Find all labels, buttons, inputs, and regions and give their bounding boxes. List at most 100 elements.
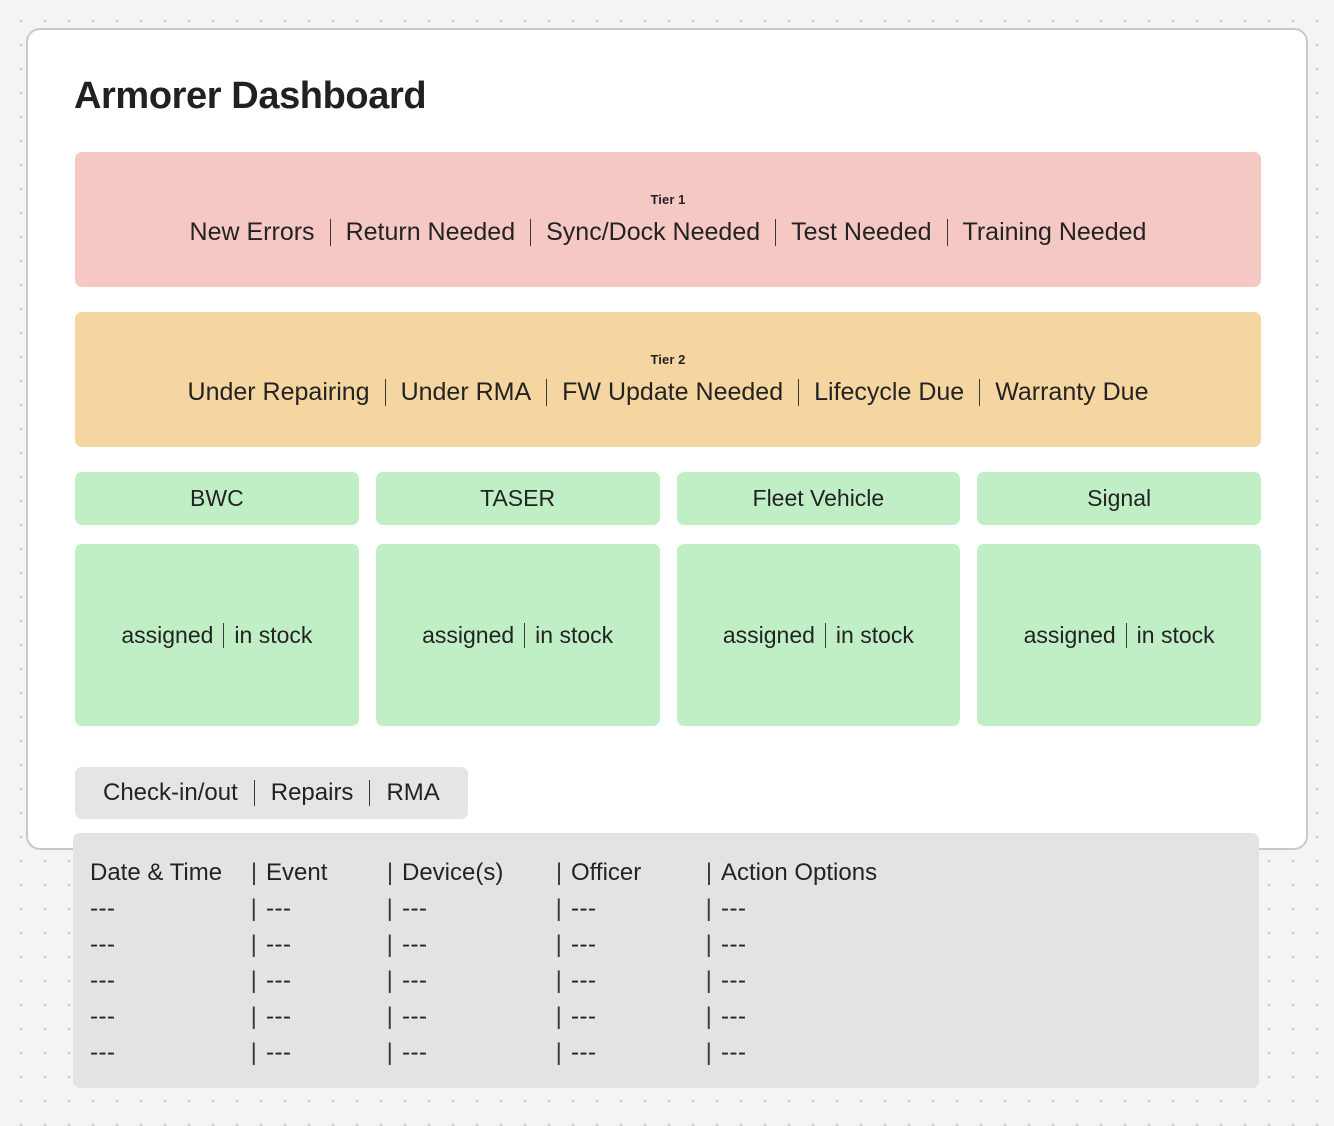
cell-officer: --- <box>571 895 597 922</box>
column-separator-icon: | <box>705 859 713 886</box>
cell-officer: --- <box>571 1039 597 1066</box>
assigned-count-label[interactable]: assigned <box>121 621 214 648</box>
column-separator-icon: | <box>555 859 563 886</box>
activity-log-table: Date & Time | Event | Device(s) | Office… <box>90 855 961 1071</box>
separator-icon <box>384 378 386 406</box>
table-row[interactable]: --- | --- | --- | --- | --- <box>90 927 961 963</box>
cell-devices: --- <box>402 931 428 958</box>
category-header-taser[interactable]: TASER <box>375 472 660 525</box>
in-stock-count-label[interactable]: in stock <box>1136 621 1215 648</box>
tier-2-label: Tier 2 <box>650 352 686 367</box>
column-separator-icon: | <box>386 1039 394 1066</box>
separator-icon <box>329 218 331 246</box>
separator-icon <box>253 780 255 806</box>
column-separator-icon: | <box>705 895 713 922</box>
category-body-row: assigned in stock assigned in stock assi… <box>75 544 1261 726</box>
column-header-event[interactable]: Event <box>266 859 328 886</box>
tab-rma[interactable]: RMA <box>386 779 440 806</box>
column-separator-icon: | <box>250 1003 258 1030</box>
column-separator-icon: | <box>705 967 713 994</box>
cell-date-time: --- <box>90 1003 116 1030</box>
assigned-count-label[interactable]: assigned <box>722 621 815 648</box>
cell-officer: --- <box>571 967 597 994</box>
cell-event: --- <box>266 895 292 922</box>
table-row[interactable]: --- | --- | --- | --- | --- <box>90 891 961 927</box>
in-stock-count-label[interactable]: in stock <box>535 621 614 648</box>
category-header-label: Signal <box>1087 485 1152 511</box>
tab-check-in-out[interactable]: Check-in/out <box>103 779 238 806</box>
column-header-devices[interactable]: Device(s) <box>402 859 504 886</box>
category-body-signal[interactable]: assigned in stock <box>977 544 1261 726</box>
separator-icon <box>223 622 225 648</box>
table-row[interactable]: --- | --- | --- | --- | --- <box>90 963 961 999</box>
category-header-fleet-vehicle[interactable]: Fleet Vehicle <box>676 472 961 525</box>
tier-2-items: Under Repairing Under RMA FW Update Need… <box>188 377 1149 407</box>
tier-1-items: New Errors Return Needed Sync/Dock Neede… <box>190 217 1147 247</box>
separator-icon <box>798 378 800 406</box>
cell-action-options[interactable]: --- <box>721 967 747 994</box>
cell-event: --- <box>266 1003 292 1030</box>
column-separator-icon: | <box>705 931 713 958</box>
tab-repairs[interactable]: Repairs <box>270 779 354 806</box>
tier-2-item-warranty-due[interactable]: Warranty Due <box>995 378 1149 406</box>
separator-icon <box>546 378 548 406</box>
cell-devices: --- <box>402 967 428 994</box>
dashboard-card: Armorer Dashboard Tier 1 New Errors Retu… <box>26 28 1308 850</box>
table-row[interactable]: --- | --- | --- | --- | --- <box>90 999 961 1035</box>
column-separator-icon: | <box>386 895 394 922</box>
column-separator-icon: | <box>705 1039 713 1066</box>
tier-2-item-fw-update-needed[interactable]: FW Update Needed <box>562 378 784 406</box>
cell-action-options[interactable]: --- <box>721 931 747 958</box>
column-separator-icon: | <box>386 859 394 886</box>
separator-icon <box>524 622 526 648</box>
tier-2-item-under-repairing[interactable]: Under Repairing <box>187 378 370 406</box>
category-body-taser[interactable]: assigned in stock <box>375 544 660 726</box>
cell-event: --- <box>266 1039 292 1066</box>
tier-1-item-sync-dock-needed[interactable]: Sync/Dock Needed <box>546 218 761 246</box>
column-header-action-options[interactable]: Action Options <box>721 859 878 886</box>
tier-1-panel[interactable]: Tier 1 New Errors Return Needed Sync/Doc… <box>75 152 1261 287</box>
cell-officer: --- <box>571 931 597 958</box>
column-separator-icon: | <box>555 931 563 958</box>
cell-action-options[interactable]: --- <box>721 1003 747 1030</box>
column-separator-icon: | <box>250 1039 258 1066</box>
in-stock-count-label[interactable]: in stock <box>234 621 313 648</box>
workflow-tab-bar: Check-in/out Repairs RMA <box>75 767 468 819</box>
cell-officer: --- <box>571 1003 597 1030</box>
in-stock-count-label[interactable]: in stock <box>835 621 914 648</box>
tier-2-panel[interactable]: Tier 2 Under Repairing Under RMA FW Upda… <box>75 312 1261 447</box>
cell-event: --- <box>266 967 292 994</box>
category-body-fleet-vehicle[interactable]: assigned in stock <box>676 544 961 726</box>
category-header-label: Fleet Vehicle <box>752 485 885 511</box>
table-row[interactable]: --- | --- | --- | --- | --- <box>90 1035 961 1071</box>
separator-icon <box>1125 622 1127 648</box>
column-separator-icon: | <box>250 859 258 886</box>
cell-event: --- <box>266 931 292 958</box>
category-header-signal[interactable]: Signal <box>977 472 1261 525</box>
table-header-row: Date & Time | Event | Device(s) | Office… <box>90 855 961 891</box>
tier-1-item-return-needed[interactable]: Return Needed <box>345 218 516 246</box>
column-separator-icon: | <box>250 931 258 958</box>
cell-action-options[interactable]: --- <box>721 895 747 922</box>
category-body-bwc[interactable]: assigned in stock <box>75 544 359 726</box>
category-header-label: TASER <box>480 485 556 511</box>
assigned-count-label[interactable]: assigned <box>1023 621 1116 648</box>
tier-1-item-new-errors[interactable]: New Errors <box>189 218 315 246</box>
cell-devices: --- <box>402 895 428 922</box>
assigned-count-label[interactable]: assigned <box>422 621 515 648</box>
cell-action-options[interactable]: --- <box>721 1039 747 1066</box>
category-header-row: BWC TASER Fleet Vehicle Signal <box>75 472 1261 525</box>
category-header-bwc[interactable]: BWC <box>75 472 359 525</box>
cell-devices: --- <box>402 1003 428 1030</box>
tier-1-item-test-needed[interactable]: Test Needed <box>791 218 932 246</box>
column-separator-icon: | <box>386 967 394 994</box>
tier-1-item-training-needed[interactable]: Training Needed <box>962 218 1147 246</box>
column-header-date-time[interactable]: Date & Time <box>90 859 223 886</box>
tier-2-item-under-rma[interactable]: Under RMA <box>400 378 532 406</box>
column-separator-icon: | <box>555 967 563 994</box>
column-header-officer[interactable]: Officer <box>571 859 642 886</box>
category-header-label: BWC <box>190 485 244 511</box>
tier-2-item-lifecycle-due[interactable]: Lifecycle Due <box>814 378 965 406</box>
column-separator-icon: | <box>386 931 394 958</box>
